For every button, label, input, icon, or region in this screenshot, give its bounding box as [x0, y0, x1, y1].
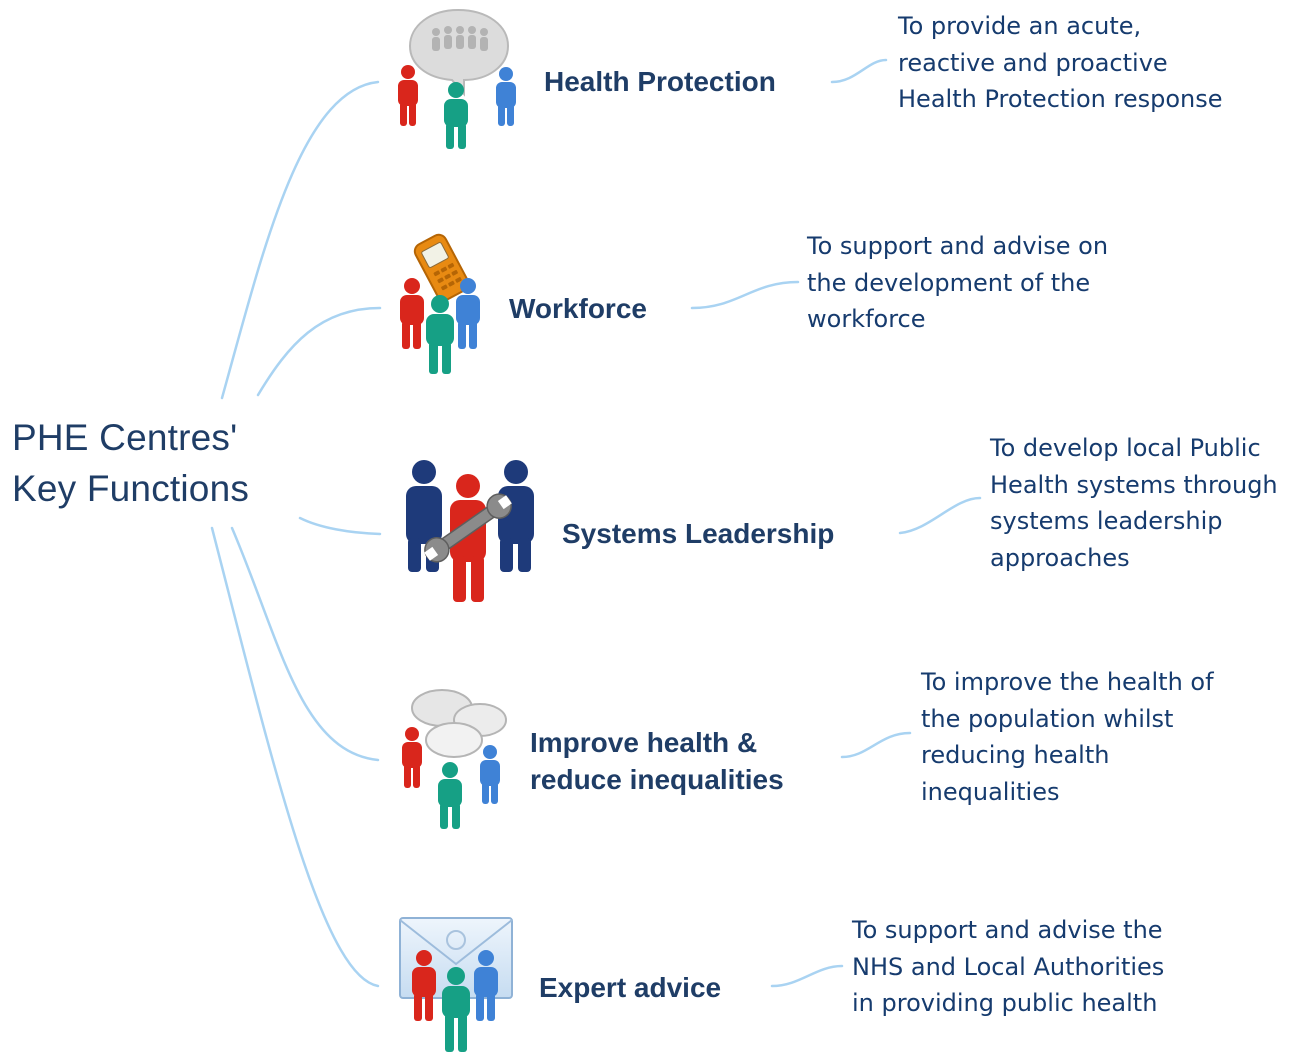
connector-root-systems-leadership	[298, 516, 382, 536]
people-mobile-phone-icon	[394, 232, 504, 387]
function-title-workforce: Workforce	[509, 293, 647, 324]
function-title-improve-health: Improve health & reduce inequalities	[530, 727, 784, 795]
function-description-expert-advice: To support and advise the NHS and Local …	[852, 916, 1165, 1017]
root-topic: PHE Centres' Key Functions	[12, 412, 249, 514]
people-chat-bubbles-icon	[394, 686, 514, 841]
connector-expert-advice-desc	[770, 964, 844, 988]
connector-health-protection-desc	[830, 58, 888, 84]
function-title-expert-advice: Expert advice	[539, 972, 722, 1003]
function-title-health-protection: Health Protection	[544, 66, 776, 97]
root-topic-line: PHE Centres'	[12, 417, 238, 458]
connector-root-health-protection	[220, 80, 380, 400]
root-topic-line: Key Functions	[12, 468, 250, 509]
function-description-improve-health: To improve the health of the population …	[921, 668, 1214, 806]
connector-root-workforce	[256, 306, 382, 397]
people-speech-bubble-icon	[392, 6, 532, 161]
connector-root-improve-health	[230, 526, 380, 762]
people-envelope-icon	[398, 912, 518, 1060]
function-description-health-protection: To provide an acute, reactive and proact…	[898, 12, 1223, 113]
connector-workforce-desc	[690, 280, 800, 310]
connector-systems-leadership-desc	[898, 496, 982, 535]
function-description-workforce: To support and advise on the development…	[807, 232, 1109, 333]
function-title-systems-leadership: Systems Leadership	[562, 518, 835, 549]
connector-improve-health-desc	[840, 731, 912, 759]
people-wrench-icon	[396, 458, 546, 613]
function-description-systems-leadership: To develop local Public Health systems t…	[990, 434, 1278, 572]
connector-root-expert-advice	[210, 526, 380, 988]
